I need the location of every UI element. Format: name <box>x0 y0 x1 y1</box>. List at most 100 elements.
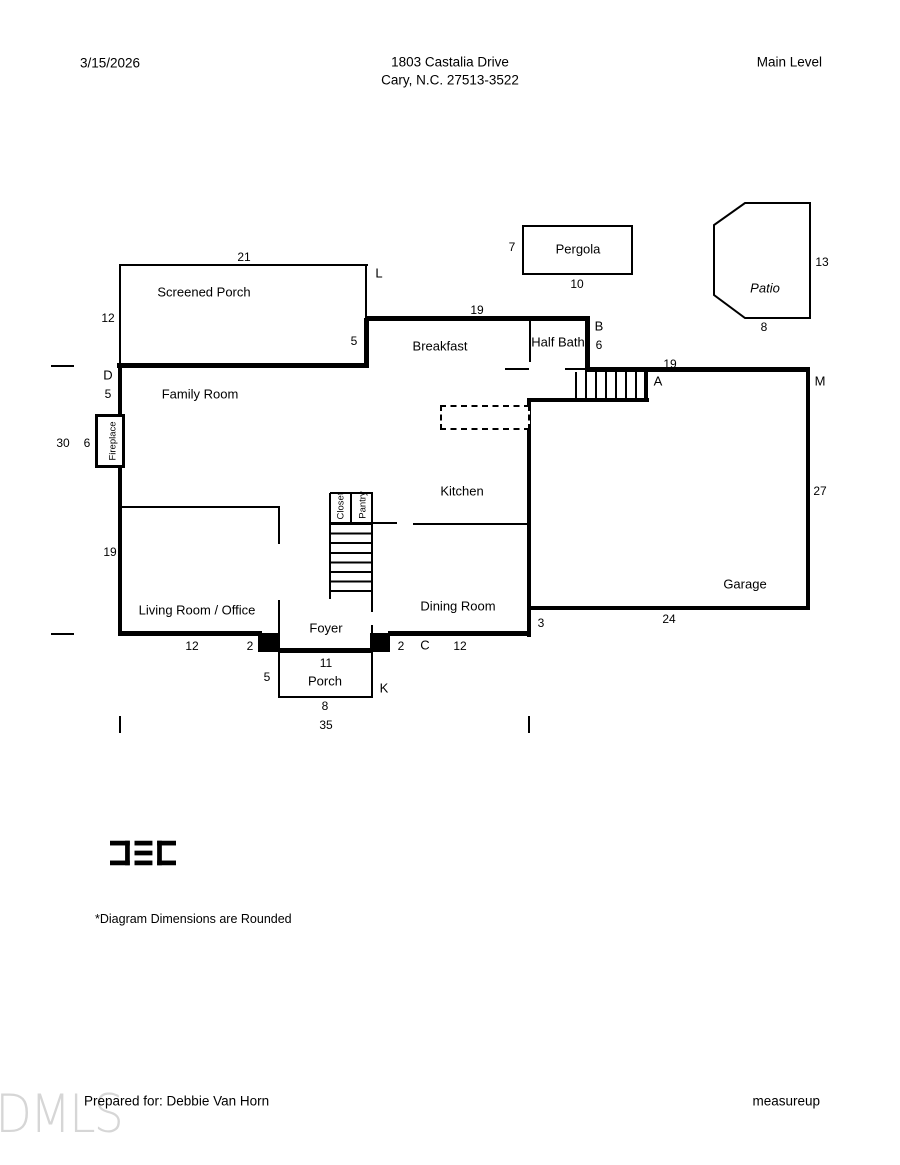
wall-breakfast-top <box>366 316 590 321</box>
tick-bottom-left <box>119 716 121 733</box>
wall-porch-right <box>371 653 373 698</box>
room-label-patio: Patio <box>750 280 780 296</box>
wall-halfbath-right <box>585 318 590 372</box>
room-label-closet: Closet <box>335 492 347 520</box>
wall-below-stairs <box>529 398 649 402</box>
dim-screened-porch-inner: 5 <box>350 334 358 348</box>
address-line1: 1803 Castalia Drive <box>391 54 509 70</box>
dmls-watermark: DMLS <box>0 1083 124 1145</box>
dim-pergola-bottom: 10 <box>570 277 584 291</box>
wall-living-bottom <box>118 631 262 636</box>
dim-porch-left: 5 <box>263 670 271 684</box>
door-label-k: K <box>379 680 389 696</box>
dashed-overhead-outline <box>440 405 530 430</box>
wall-garage-top <box>590 367 810 372</box>
room-label-breakfast: Breakfast <box>412 338 468 354</box>
wall-garage-right <box>806 367 810 610</box>
dim-overall-width: 35 <box>319 718 333 732</box>
room-label-screened-porch: Screened Porch <box>157 284 251 300</box>
wall-halfbath-door-stub-right <box>565 368 586 370</box>
wall-screened-porch-bottom <box>117 363 369 368</box>
tick-left-top <box>51 365 74 367</box>
door-label-m: M <box>814 373 826 389</box>
room-label-kitchen: Kitchen <box>440 483 484 499</box>
address-line2: Cary, N.C. 27513-3522 <box>381 72 519 88</box>
door-label-b: B <box>594 318 604 334</box>
stairs-upper-end-cap <box>644 372 648 400</box>
dim-living-bottom: 12 <box>185 639 199 653</box>
room-label-dining-room: Dining Room <box>420 598 496 614</box>
dim-patio-right: 13 <box>815 255 829 269</box>
prepared-for-text: Prepared for: Debbie Van Horn <box>84 1093 270 1109</box>
room-label-fireplace: Fireplace <box>107 421 119 461</box>
dim-garage-right: 27 <box>813 484 827 498</box>
level-title: Main Level <box>756 54 822 70</box>
wall-closet-bottom <box>330 522 397 524</box>
dim-screened-porch-width: 21 <box>237 250 251 264</box>
measureup-brand: measureup <box>752 1093 820 1109</box>
door-label-d: D <box>103 367 113 383</box>
room-label-pergola: Pergola <box>555 241 601 257</box>
wall-living-divider-v <box>278 506 280 544</box>
dim-garage-top: 19 <box>663 357 677 371</box>
dim-porch-width: 11 <box>319 656 333 670</box>
dim-dining-small: 2 <box>397 639 405 653</box>
dim-screened-porch-depth: 12 <box>101 311 115 325</box>
wall-porch-top <box>278 648 373 653</box>
rounding-note: *Diagram Dimensions are Rounded <box>95 911 292 926</box>
room-label-pantry: Pantry <box>357 491 369 519</box>
wall-dining-stub <box>371 625 373 633</box>
room-label-porch: Porch <box>308 673 342 689</box>
wall-dining-bottom <box>388 631 529 636</box>
room-label-garage: Garage <box>723 576 767 592</box>
report-date: 3/15/2026 <box>80 55 141 71</box>
wall-closet-divider <box>350 493 352 523</box>
door-block-right <box>370 633 390 652</box>
door-label-l: L <box>375 265 383 281</box>
wall-porch-bottom <box>278 696 373 698</box>
wall-screened-porch-left <box>119 264 121 367</box>
wall-halfbath-left <box>529 321 531 362</box>
room-label-family-room: Family Room <box>161 386 239 402</box>
door-label-c: C <box>420 637 430 653</box>
room-label-foyer: Foyer <box>309 620 343 636</box>
dim-overall-height: 30 <box>56 436 70 450</box>
dim-garage-bottom: 24 <box>662 612 676 626</box>
fireplace-box: Fireplace <box>95 414 125 468</box>
wall-kitchen-right <box>527 398 531 637</box>
dim-fireplace: 6 <box>83 436 91 450</box>
dim-family-left: 5 <box>104 387 112 401</box>
stairs-upper <box>575 372 644 398</box>
dim-pergola-left: 7 <box>508 240 516 254</box>
door-label-a: A <box>653 373 663 389</box>
dim-living-left: 19 <box>103 545 117 559</box>
pergola-outline <box>522 225 633 275</box>
tick-left-bottom <box>51 633 74 635</box>
dim-half-bath: 6 <box>595 338 603 352</box>
dim-breakfast-top: 19 <box>470 303 484 317</box>
dim-porch-bottom: 8 <box>321 699 329 713</box>
wall-house-left <box>118 366 122 635</box>
wall-garage-bottom <box>529 606 810 610</box>
stairs-center <box>330 523 373 600</box>
patio-outline <box>713 202 811 319</box>
room-label-living-room-office: Living Room / Office <box>138 602 256 618</box>
door-block-left <box>258 633 280 652</box>
wall-living-divider-h <box>120 506 280 508</box>
tick-bottom-right <box>528 716 530 733</box>
wall-kitchen-counter <box>413 523 529 525</box>
wall-halfbath-door-stub-left <box>505 368 529 370</box>
dim-garage-step: 3 <box>537 616 545 630</box>
wall-screened-porch-top <box>119 264 368 266</box>
dim-dining-bottom: 12 <box>453 639 467 653</box>
stairs-rail-right <box>371 493 373 612</box>
dim-living-bottom-small: 2 <box>246 639 254 653</box>
dec-logo-icon <box>110 840 176 866</box>
wall-foyer-left <box>278 600 280 651</box>
wall-breakfast-left <box>364 318 369 364</box>
wall-screened-porch-right <box>365 264 367 320</box>
stairs-rail-left <box>329 493 331 599</box>
wall-porch-left <box>278 653 280 698</box>
dim-patio-bottom: 8 <box>760 320 768 334</box>
